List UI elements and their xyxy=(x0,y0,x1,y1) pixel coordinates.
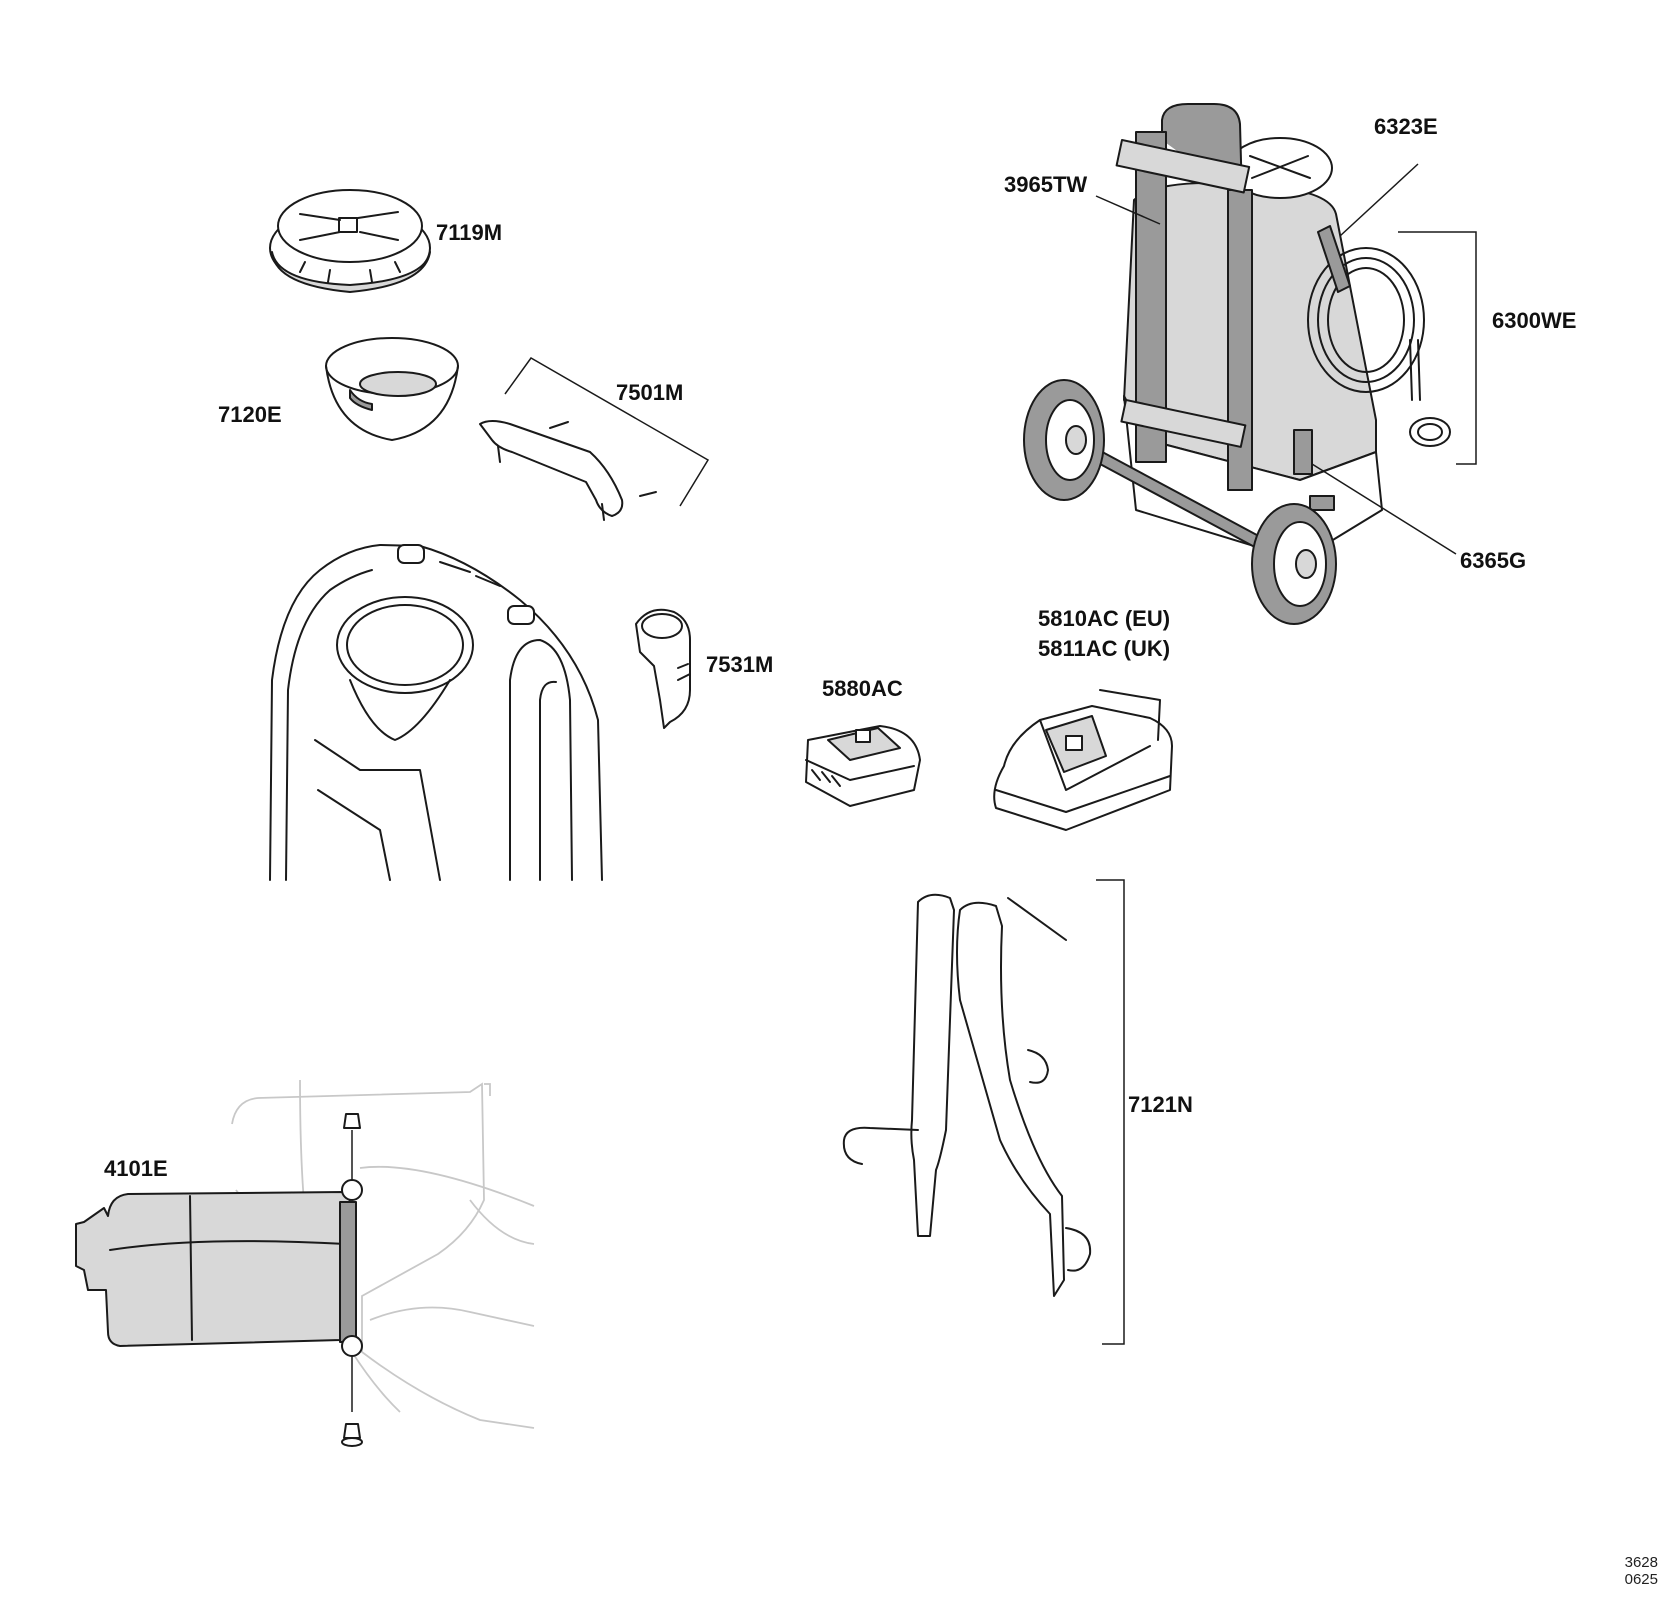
part-label-5810ac: 5810AC (EU) xyxy=(1038,606,1171,631)
part-label-7120e: 7120E xyxy=(218,402,282,427)
part-label-7501m: 7501M xyxy=(616,380,684,405)
handle-7501m xyxy=(479,357,710,521)
part-label-6323e: 6323E xyxy=(1374,114,1438,139)
part-label-5811ac: 5811AC (UK) xyxy=(1038,636,1171,661)
filter-basket-7120e xyxy=(325,337,459,441)
charger-5810ac-5811ac xyxy=(993,689,1173,831)
part-label-6365g: 6365G xyxy=(1460,548,1527,573)
battery-5880ac xyxy=(805,725,921,807)
part-label-4101e: 4101E xyxy=(104,1156,168,1181)
part-label-3965tw: 3965TW xyxy=(1004,172,1088,197)
part-label-6300we: 6300WE xyxy=(1492,308,1577,333)
lid-7119m xyxy=(269,189,431,293)
part-label-7121n: 7121N xyxy=(1128,1092,1193,1117)
trolley-3965tw xyxy=(1023,103,1451,625)
part-label-7119m: 7119M xyxy=(436,220,503,245)
bracket-7531m xyxy=(635,608,691,729)
backpack-body xyxy=(269,544,603,881)
cover-4101e xyxy=(75,1079,535,1447)
part-label-7531m: 7531M xyxy=(706,652,774,677)
document-code-line1: 3628 xyxy=(1624,1554,1658,1571)
trolley-leaders xyxy=(1095,163,1477,555)
harness-7121n xyxy=(842,879,1125,1345)
document-code: 3628 0625 xyxy=(1610,1554,1658,1589)
part-label-5880ac: 5880AC xyxy=(822,676,903,701)
document-code-line2: 0625 xyxy=(1624,1571,1658,1589)
